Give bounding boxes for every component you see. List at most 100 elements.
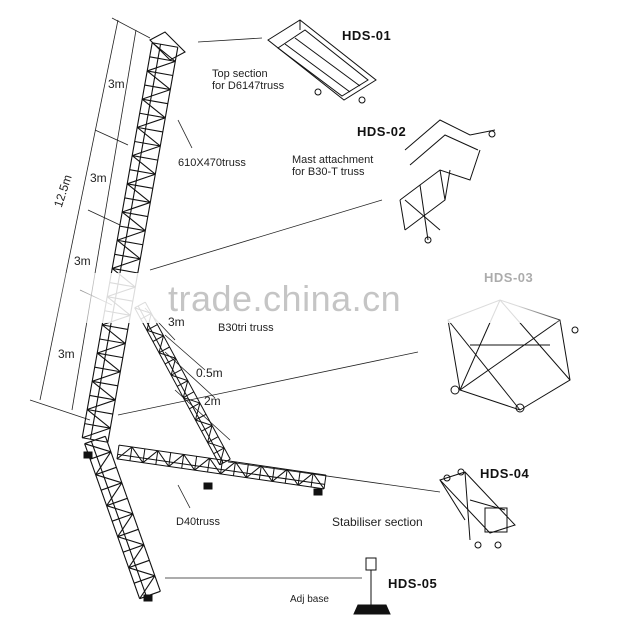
hds03-brace-c (459, 319, 561, 391)
leader-lines (117, 37, 441, 579)
base-rung (323, 475, 327, 489)
base-rung (245, 463, 249, 478)
hds01-inner (277, 29, 369, 97)
label-base-truss: D40truss (176, 516, 221, 528)
mast-rung (144, 84, 171, 91)
base-rung (142, 448, 146, 463)
strut-diagonal (195, 419, 213, 426)
dim-line-segments (71, 29, 137, 411)
dim-tick-top (111, 17, 151, 39)
mast-rung (97, 352, 123, 359)
leg-rung (133, 575, 156, 584)
watermark-band (50, 273, 570, 323)
leg-diagonal (95, 474, 123, 484)
hds02-leg-c (439, 169, 446, 201)
strut-rung (176, 380, 189, 387)
mast-rung (147, 70, 173, 77)
mast-diagonal (131, 155, 156, 175)
mast-rung (114, 253, 141, 260)
hds02-mid (409, 134, 479, 166)
mast-rung (94, 366, 121, 373)
strut-rung (158, 346, 170, 354)
base-rung (116, 445, 120, 459)
strut-rung (152, 335, 164, 342)
mast-diagonal (87, 399, 116, 411)
lower-leg-truss (84, 435, 161, 600)
mast-rung (122, 211, 148, 218)
leader-base-truss (177, 484, 191, 509)
mast-diagonal (132, 145, 161, 157)
strut-rung (164, 357, 176, 365)
part-desc-hds01-line2: for D6147truss (212, 80, 285, 92)
mast-diagonal (147, 60, 176, 72)
base-diagonal (209, 457, 221, 475)
dim-tick-bottom (29, 399, 91, 421)
dim-label-stab-offset: 0.5m (196, 366, 223, 380)
part-code-hds02: HDS-02 (357, 124, 407, 139)
part-code-hds05: HDS-05 (388, 576, 438, 591)
mast-rung (124, 197, 151, 203)
label-mast-truss: 610X470truss (178, 157, 246, 169)
dim-label-seg3: 3m (74, 254, 91, 268)
hds02-brace (404, 199, 441, 231)
hds01-foot-b (358, 96, 366, 104)
leader-mast-truss (177, 119, 193, 149)
truss-foot (143, 594, 153, 602)
label-tri-truss: B30tri truss (218, 322, 274, 334)
dim-label-seg4: 3m (58, 347, 75, 361)
mast-diagonal (117, 230, 146, 241)
base-diagonal (183, 454, 196, 471)
leg-diagonal (117, 513, 134, 537)
leg-diagonal (128, 567, 156, 577)
hds02-lower (399, 149, 481, 201)
dim-line-total (39, 19, 119, 401)
base-diagonal (246, 465, 262, 479)
hds02-foot (424, 236, 432, 244)
mast-diagonal (136, 126, 161, 147)
base-diagonal (194, 457, 210, 471)
base-diagonal (297, 472, 314, 486)
mast-rung (137, 126, 163, 133)
hds02-part-drawing (399, 119, 496, 244)
hds03-brace-a (447, 319, 521, 411)
leg-rung (117, 528, 139, 538)
mast-rung (92, 380, 118, 387)
strut-diagonal (170, 374, 188, 382)
mast-diagonal (122, 201, 151, 213)
base-rung (297, 471, 301, 486)
mast-diagonal (142, 89, 171, 100)
mast-rung (149, 56, 176, 62)
mast-diagonal (97, 342, 126, 354)
hds04-outline (439, 471, 516, 534)
base-rung (155, 450, 159, 465)
mast-top-cap (149, 31, 186, 61)
hds04-foot-b (494, 541, 502, 549)
base-truss (83, 444, 327, 602)
hds04-plate (484, 507, 508, 533)
label-adj-base: Adj base (290, 594, 329, 605)
base-diagonal (312, 472, 325, 490)
mast-rung (89, 394, 116, 401)
leg-rung (100, 482, 123, 491)
mast-rung (119, 225, 146, 232)
hds02-end (488, 130, 496, 138)
base-rung (194, 456, 198, 471)
leg-diagonal (139, 575, 156, 599)
strut-diagonal (146, 329, 164, 337)
dim-label-seg2: 3m (90, 171, 107, 185)
dimension-lines (29, 17, 231, 441)
base-diagonal (157, 450, 170, 467)
base-rung (129, 446, 133, 461)
leg-rung (111, 513, 134, 522)
mast-diagonal (137, 117, 166, 128)
dim-label-stab-length: 2m (204, 394, 221, 408)
hds01-rail-b (294, 37, 361, 87)
hds03-foot-b (515, 403, 525, 413)
mast-truss (81, 31, 186, 443)
strut-rung (195, 413, 207, 421)
strut-rung (213, 447, 225, 455)
base-diagonal (168, 454, 185, 467)
base-rung (284, 469, 288, 484)
mast-rung (87, 408, 113, 415)
